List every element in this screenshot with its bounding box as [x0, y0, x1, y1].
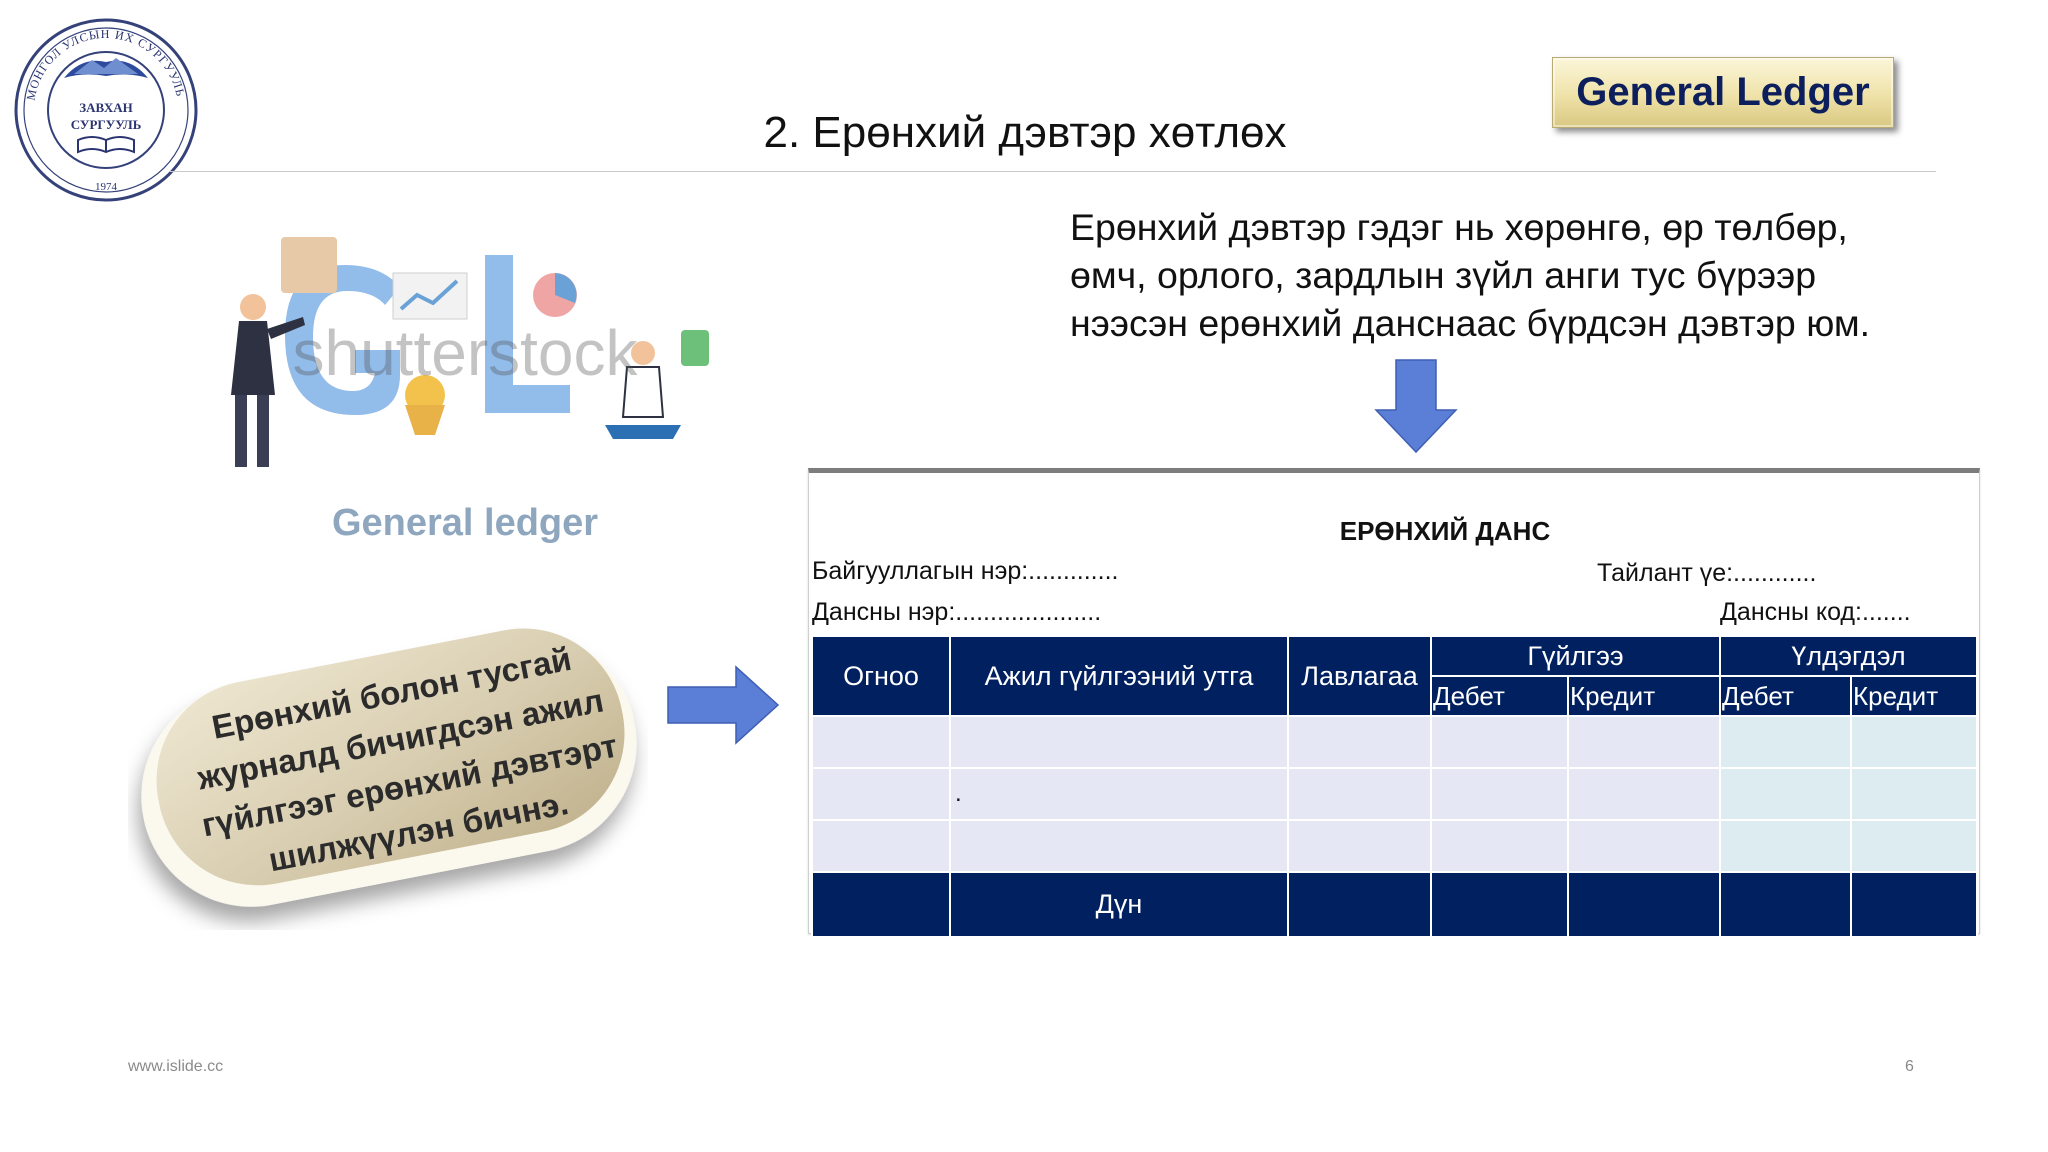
pill-shape — [141, 628, 637, 907]
total-row: Дүн — [811, 871, 1979, 938]
table-cell — [1719, 767, 1853, 821]
row-mark: . — [949, 767, 1289, 821]
table-cell — [1430, 871, 1569, 938]
table-cell — [1430, 767, 1569, 821]
table-cell — [1566, 767, 1722, 821]
table-row: . — [811, 767, 1979, 821]
table-cell — [1430, 819, 1569, 873]
account-code-label: Дансны код:....... — [1720, 598, 1911, 626]
header-balance-debit: Дебет — [1719, 675, 1853, 717]
header-transactions-credit: Кредит — [1566, 675, 1722, 717]
ledger-title: ЕРӨНХИЙ ДАНС — [1339, 516, 1551, 546]
header-date: Огноо — [811, 635, 951, 717]
header-transactions-debit: Дебет — [1430, 675, 1569, 717]
logo-year: 1974 — [95, 181, 118, 193]
account-name-label: Дансны нэр:..................... — [812, 598, 1102, 626]
ledger-table: Огноо Ажил гүйлгээний утга Лавлагаа Гүйл… — [811, 635, 1979, 938]
table-cell — [1287, 819, 1432, 873]
table-cell — [949, 819, 1289, 873]
table-cell — [949, 715, 1289, 769]
page-number: 6 — [1905, 1058, 1914, 1075]
arrow-down-icon — [1374, 359, 1458, 454]
arrow-right-icon — [667, 665, 780, 745]
table-cell — [811, 715, 951, 769]
logo-center-line1: ЗАВХАН — [79, 100, 133, 115]
table-cell — [1287, 871, 1432, 938]
table-cell — [1850, 871, 1979, 938]
total-label: Дүн — [949, 871, 1289, 938]
table-cell — [811, 871, 951, 938]
general-ledger-badge: General Ledger — [1552, 57, 1894, 128]
reporting-period-label: Тайлант үе:............ — [1597, 559, 1817, 587]
shutterstock-watermark: shutterstock — [292, 317, 638, 389]
table-cell — [1566, 871, 1722, 938]
table-cell — [1850, 819, 1979, 873]
general-ledger-illustration: shutterstock General ledger — [195, 225, 750, 565]
title-divider — [170, 171, 1936, 172]
logo-center-line2: СУРГУУЛЬ — [71, 117, 142, 132]
table-cell — [1566, 819, 1722, 873]
table-cell — [1287, 767, 1432, 821]
table-row — [811, 819, 1979, 873]
header-reference: Лавлагаа — [1287, 635, 1432, 717]
table-cell — [1850, 715, 1979, 769]
table-cell — [1566, 715, 1722, 769]
table-cell — [811, 819, 951, 873]
page-title: 2. Ерөнхий дэвтэр хөтлөх — [763, 108, 1287, 157]
table-cell — [1430, 715, 1569, 769]
header-balance: Үлдэгдэл — [1719, 635, 1979, 677]
table-cell — [1850, 767, 1979, 821]
school-logo: МОНГОЛ УЛСЫН ИХ СУРГУУЛЬ ЗАВХАН СУРГУУЛЬ… — [14, 18, 198, 202]
table-row — [811, 715, 1979, 769]
header-description: Ажил гүйлгээний утга — [949, 635, 1289, 717]
illustration-caption: General ledger — [332, 502, 598, 544]
table-cell — [811, 767, 951, 821]
table-cell — [1719, 871, 1853, 938]
organization-name-label: Байгууллагын нэр:............. — [812, 557, 1119, 585]
table-cell — [1719, 715, 1853, 769]
table-cell — [1287, 715, 1432, 769]
description-text: Ерөнхий дэвтэр гэдэг нь хөрөнгө, өр төлб… — [1070, 206, 1871, 344]
footer-url: www.islide.cc — [128, 1058, 224, 1075]
header-balance-credit: Кредит — [1850, 675, 1979, 717]
table-cell — [1719, 819, 1853, 873]
header-transactions: Гүйлгээ — [1429, 635, 1722, 677]
